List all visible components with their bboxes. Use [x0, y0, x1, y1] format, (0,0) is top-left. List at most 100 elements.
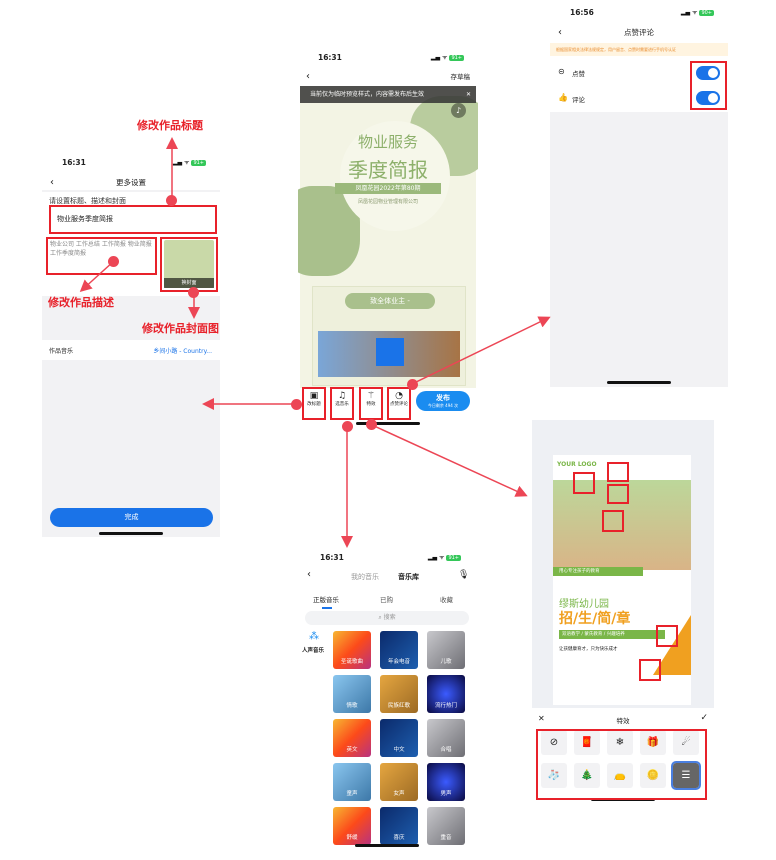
- back-button[interactable]: ‹: [558, 27, 562, 38]
- kindergarten-poster: YOUR LOGO 用心专注孩子的教育 缪斯幼儿园 招/生/简/章 双语教学 /…: [553, 455, 691, 705]
- category-voice-music[interactable]: 人声音乐: [302, 648, 325, 654]
- effect-tree-icon[interactable]: 🎄: [574, 763, 600, 788]
- title-input[interactable]: 物业服务季度简报: [57, 215, 113, 223]
- poster-preview: 物业服务 季度简报 凤凰花园2022年第80期 凤凰花园物业管理有限公司 致全体…: [298, 86, 478, 388]
- save-draft-button[interactable]: 存草稿: [450, 73, 471, 81]
- status-icons: ▂▄ ᯤ 90+: [680, 9, 714, 16]
- effect-gold-ingot-icon[interactable]: 🪙: [640, 763, 666, 788]
- close-icon[interactable]: ✕: [538, 714, 545, 723]
- music-category-tile[interactable]: 儿歌: [427, 631, 465, 669]
- page-title: 点赞评论: [624, 28, 654, 37]
- poster-headline: 招/生/简/章: [559, 611, 631, 627]
- school-name: 缪斯幼儿园: [559, 599, 609, 610]
- music-row[interactable]: 作品音乐 乡间小路 - Country...: [42, 340, 220, 360]
- status-icons: ▂▄ ᯤ 91+: [172, 159, 206, 166]
- status-icons: ▂▄ ᯤ 91+: [427, 554, 461, 561]
- music-value: 乡间小路 - Country...: [153, 348, 212, 355]
- microphone-icon[interactable]: 🎙: [458, 570, 470, 580]
- thumbs-up-icon: 👍: [558, 93, 568, 102]
- tab-music-library[interactable]: 音乐库: [398, 573, 419, 581]
- music-category-tile[interactable]: 女声: [380, 763, 418, 801]
- back-button[interactable]: ‹: [307, 569, 311, 580]
- poster-title-2: 季度简报: [348, 158, 428, 182]
- tool-effects[interactable]: ⚚特效: [360, 388, 382, 418]
- comment-icon: ◔: [395, 391, 403, 401]
- cover-thumbnail[interactable]: 换封面: [164, 240, 214, 288]
- tool-edit-title[interactable]: ▣改标题: [303, 388, 325, 418]
- subtab-purchased[interactable]: 已购: [380, 596, 393, 604]
- subtab-licensed[interactable]: 正版音乐: [313, 596, 339, 604]
- magic-wand-icon: ⚚: [366, 391, 376, 401]
- music-category-tile[interactable]: 英文: [333, 719, 371, 757]
- search-input[interactable]: ⌕ 搜索: [305, 611, 469, 625]
- music-note-icon[interactable]: ♪: [451, 103, 466, 118]
- music-icon: ♫: [337, 391, 347, 401]
- effect-stocking-icon[interactable]: 🧦: [541, 763, 567, 788]
- status-time: 16:31: [62, 158, 86, 167]
- likes-row: ⊝点赞: [550, 64, 728, 82]
- effect-gift-icon[interactable]: 🎁: [640, 730, 666, 755]
- music-category-tile[interactable]: 男声: [427, 763, 465, 801]
- chat-icon: ⊝: [558, 67, 565, 76]
- tool-likes-comments[interactable]: ◔点赞评论: [390, 391, 408, 407]
- music-category-tile[interactable]: 重音: [427, 807, 465, 845]
- page-title: 更多设置: [116, 178, 146, 187]
- status-icons: ▂▄ ᯤ 91+: [430, 54, 464, 61]
- photo-caption: 用心专注孩子的教育: [553, 567, 643, 576]
- preview-screen: 16:31 ▂▄ ᯤ 91+ ‹ 存草稿 物业服务 季度简报 凤凰花园2022年第…: [298, 45, 478, 425]
- back-button[interactable]: ‹: [306, 71, 310, 82]
- effect-red-envelope-icon[interactable]: 🧧: [574, 730, 600, 755]
- music-category-tile[interactable]: 中文: [380, 719, 418, 757]
- status-time: 16:31: [318, 53, 342, 62]
- effect-shooting-star-icon[interactable]: ☄: [673, 730, 699, 755]
- preview-banner: 当前仅为临时预览样式，内容需发布后生效✕: [300, 86, 476, 103]
- poster-slogan: 让孩健康育才，只为快乐成才: [559, 647, 618, 652]
- tab-my-music[interactable]: 我的音乐: [351, 573, 379, 581]
- music-category-tile[interactable]: 圣诞歌曲: [333, 631, 371, 669]
- comments-row: 👍评论: [550, 90, 728, 108]
- arrow-to-effects: [371, 424, 528, 497]
- done-button[interactable]: 完成: [50, 508, 213, 527]
- check-icon[interactable]: ✓: [700, 713, 708, 723]
- likes-comments-screen: 16:56 ▂▄ ᯤ 90+ ‹ 点赞评论 根据国家相关法律法规规定，用户留言、点…: [550, 0, 728, 387]
- music-category-tile[interactable]: 喜庆: [380, 807, 418, 845]
- description-input[interactable]: 物业公司 工作总结 工作简报 物业简报 工作季度简报: [50, 241, 152, 257]
- poster-company: 凤凰花园物业管理有限公司: [357, 199, 418, 205]
- music-category-tile[interactable]: 年会电音: [380, 631, 418, 669]
- comments-toggle[interactable]: [696, 91, 720, 105]
- sheet-title: 特效: [616, 717, 630, 725]
- settings-prompt: 请设置标题、描述和封面: [49, 197, 126, 205]
- tool-music[interactable]: ♫选音乐: [331, 388, 353, 418]
- status-time: 16:56: [570, 8, 594, 17]
- music-label: 作品音乐: [49, 348, 74, 355]
- music-category-tile[interactable]: 情歌: [333, 675, 371, 713]
- effect-none-icon[interactable]: ⊘: [541, 730, 567, 755]
- music-category-tile[interactable]: 童声: [333, 763, 371, 801]
- music-category-tile[interactable]: 合唱: [427, 719, 465, 757]
- effect-lucky-bag-icon[interactable]: 👝: [607, 763, 633, 788]
- effects-screen: YOUR LOGO 用心专注孩子的教育 缪斯幼儿园 招/生/简/章 双语教学 /…: [532, 420, 714, 804]
- poster-logo: YOUR LOGO: [557, 461, 597, 468]
- highlight-title: [49, 205, 217, 234]
- music-category-tile[interactable]: 流行热门: [427, 675, 465, 713]
- subtab-favorites[interactable]: 收藏: [440, 596, 453, 604]
- close-icon[interactable]: ✕: [465, 91, 471, 98]
- effect-custom-icon[interactable]: ☰: [671, 761, 701, 790]
- music-category-tile[interactable]: 舒缓: [333, 807, 371, 845]
- likes-toggle[interactable]: [696, 66, 720, 80]
- publish-button[interactable]: 发布今日剩余 494 次: [416, 391, 470, 411]
- voice-music-icon: ⁂: [309, 631, 319, 642]
- highlight-cover: [160, 237, 218, 292]
- notice-banner: 根据国家相关法律法规规定，用户留言、点赞时需要进行手机号认证: [550, 43, 728, 56]
- annotation-edit-title: 修改作品标题: [137, 119, 203, 132]
- change-cover-button[interactable]: 换封面: [164, 278, 214, 288]
- poster-greeting: 致全体业主 -: [345, 293, 435, 309]
- poster-tags: 双语教学 / 蒙氏教育 / 兴趣培养: [559, 630, 665, 639]
- music-category-tile[interactable]: 民族红歌: [380, 675, 418, 713]
- status-time: 16:31: [320, 553, 344, 562]
- back-button[interactable]: ‹: [50, 177, 54, 188]
- effect-snowflake-icon[interactable]: ❄: [607, 730, 633, 755]
- poster-subtitle: 凤凰花园2022年第80期: [335, 183, 441, 194]
- music-screen: 16:31 ▂▄ ᯤ 91+ ‹ 我的音乐 音乐库 🎙 正版音乐 已购 收藏 ⌕…: [300, 548, 475, 848]
- annotation-edit-desc: 修改作品描述: [48, 296, 114, 309]
